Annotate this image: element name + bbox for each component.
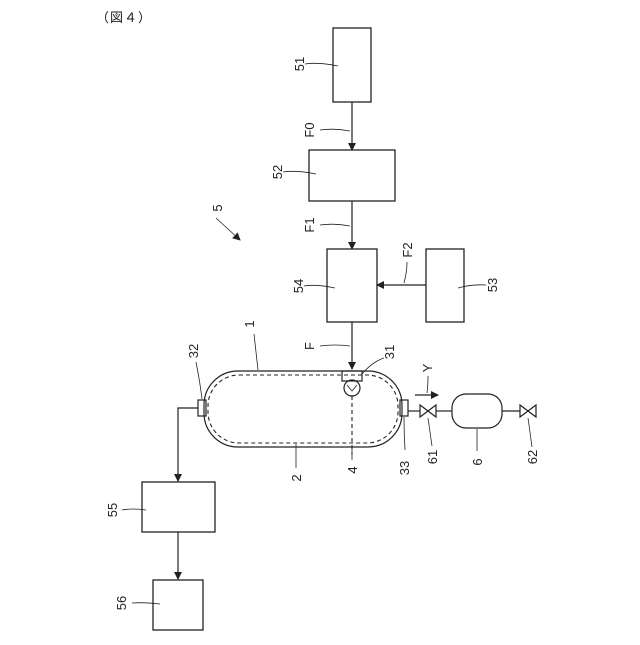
pointer-5-arrow xyxy=(216,218,240,240)
leader-33 xyxy=(404,417,405,450)
leader-62 xyxy=(528,418,532,447)
tank-liner xyxy=(208,375,398,443)
label-tank-1: 1 xyxy=(242,320,257,327)
label-55: 55 xyxy=(105,503,120,517)
valve-61-icon xyxy=(420,405,436,417)
container-6 xyxy=(452,394,502,428)
leader-55 xyxy=(122,509,146,510)
box-54 xyxy=(327,249,377,322)
nozzle-arrow-icon xyxy=(347,385,357,391)
leader-f0 xyxy=(320,129,350,131)
leader-61 xyxy=(428,418,432,446)
leader-1 xyxy=(254,334,258,370)
port-33 xyxy=(400,400,408,416)
box-55 xyxy=(142,482,215,532)
label-6: 6 xyxy=(470,458,485,465)
label-52: 52 xyxy=(270,165,285,179)
box-52 xyxy=(309,150,395,201)
label-32: 32 xyxy=(186,344,201,358)
figure-caption: （図４） xyxy=(96,7,152,26)
label-53: 53 xyxy=(485,278,500,292)
label-4: 4 xyxy=(345,466,360,473)
label-y: Y xyxy=(420,363,435,372)
valve-62-icon xyxy=(520,405,536,417)
leader-32 xyxy=(196,362,202,399)
label-33: 33 xyxy=(397,461,412,475)
label-system-5: 5 xyxy=(210,204,225,211)
label-2: 2 xyxy=(289,474,304,481)
leader-f xyxy=(320,345,350,346)
label-56: 56 xyxy=(114,596,129,610)
leader-y xyxy=(427,376,428,393)
label-f1: F1 xyxy=(302,217,317,232)
box-53 xyxy=(426,249,464,322)
label-31: 31 xyxy=(382,345,397,359)
tank-1 xyxy=(204,371,402,447)
port-32 xyxy=(198,400,206,416)
leader-f2 xyxy=(404,262,407,283)
leader-f1 xyxy=(320,224,350,226)
label-f: F xyxy=(302,342,317,350)
label-f0: F0 xyxy=(302,122,317,137)
label-61: 61 xyxy=(425,450,440,464)
label-54: 54 xyxy=(291,279,306,293)
outlet-line-32 xyxy=(178,408,198,481)
nozzle-31-icon xyxy=(344,380,360,396)
box-56 xyxy=(153,580,203,630)
label-62: 62 xyxy=(525,450,540,464)
label-f2: F2 xyxy=(400,242,415,257)
label-51: 51 xyxy=(292,57,307,71)
box-51 xyxy=(333,28,371,102)
